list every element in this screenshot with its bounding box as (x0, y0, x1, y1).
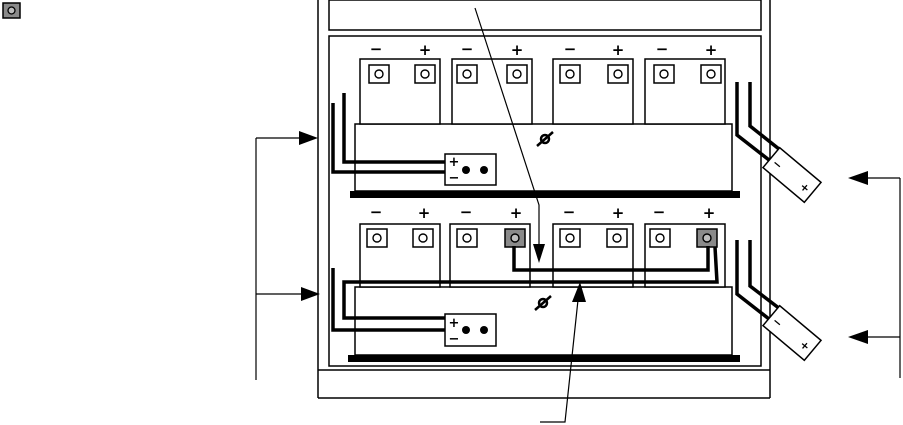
battery: − + (645, 40, 725, 124)
plus-sign: + (511, 41, 524, 59)
battery: − + (360, 40, 440, 124)
plus-sign: + (418, 204, 431, 222)
lower-tray-bar (348, 355, 740, 362)
upper-cable-module: + − (737, 82, 821, 202)
gray-terminal-icon (3, 3, 20, 18)
battery-terminal-negative (650, 229, 670, 247)
minus-sign: − (460, 203, 473, 221)
upper-tray: − + − + − + − + (333, 40, 740, 198)
lower-module-body (355, 287, 732, 355)
battery-terminal-negative (367, 229, 387, 247)
upper-connector: + − (445, 154, 496, 186)
arrow-icon (301, 287, 320, 301)
plus-sign: + (703, 204, 716, 222)
arrow-icon (848, 330, 868, 344)
battery: − + (452, 40, 532, 124)
connector-minus: − (449, 171, 460, 186)
battery-terminal-positive (607, 229, 627, 247)
minus-sign: − (656, 40, 669, 58)
battery-terminal-negative (457, 65, 477, 83)
plus-sign: + (419, 41, 432, 59)
connector-plus: + (449, 155, 460, 170)
battery-terminal-negative (369, 65, 389, 83)
minus-sign: − (461, 40, 474, 58)
arrow-icon (299, 131, 318, 145)
minus-sign: − (370, 203, 383, 221)
battery: − + (360, 203, 440, 287)
callout-right (866, 178, 900, 378)
plus-sign: + (510, 204, 523, 222)
connector-minus: − (449, 332, 460, 347)
battery: − + (450, 203, 530, 287)
battery-terminal-positive (415, 65, 435, 83)
plus-sign: + (612, 204, 625, 222)
callout-left (256, 138, 302, 380)
battery-terminal-positive-highlighted (697, 229, 717, 247)
minus-sign: − (653, 203, 666, 221)
battery: − + (645, 203, 725, 287)
battery-terminal-negative (560, 65, 580, 83)
minus-sign: − (563, 203, 576, 221)
minus-sign: − (564, 40, 577, 58)
lower-tray: − + − + − + − + (333, 203, 740, 362)
battery-terminal-positive-highlighted (505, 229, 525, 247)
lower-connector: + − (445, 314, 496, 347)
battery-terminal-positive (608, 65, 628, 83)
battery: − + (553, 203, 633, 287)
lower-cable-module: + − (737, 240, 821, 360)
minus-sign: − (370, 40, 383, 58)
upper-tray-bar (350, 191, 740, 198)
battery-terminal-negative (654, 65, 674, 83)
plus-sign: + (705, 41, 718, 59)
battery-terminal-negative (457, 229, 477, 247)
connector-plus: + (449, 316, 460, 331)
battery-terminal-negative (560, 229, 580, 247)
battery-terminal-positive (507, 65, 527, 83)
arrow-icon (848, 171, 868, 185)
battery: − + (553, 40, 633, 124)
battery-terminal-positive (701, 65, 721, 83)
plus-sign: + (612, 41, 625, 59)
battery-terminal-positive (413, 229, 433, 247)
